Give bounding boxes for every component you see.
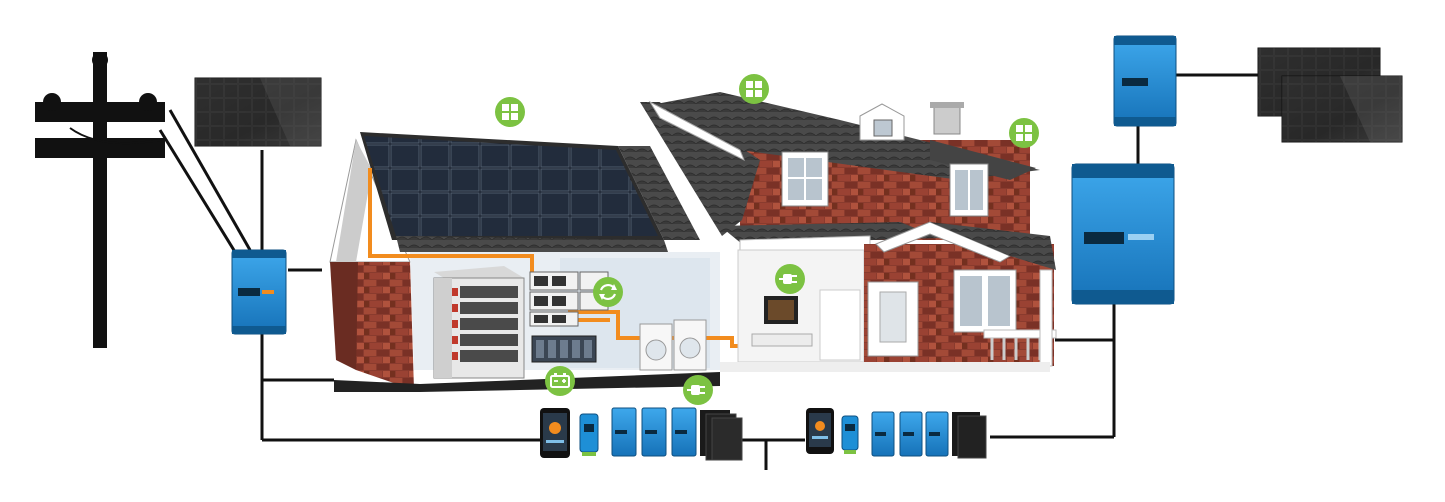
smartphone-icon <box>540 408 570 458</box>
washer-dryer <box>639 319 707 371</box>
inverter-top-right <box>1113 35 1177 127</box>
inverter-unit <box>671 407 697 457</box>
solar-panels-right <box>1257 47 1403 143</box>
windows-grid-icon <box>1009 118 1039 148</box>
plug-icon <box>775 264 805 294</box>
windows-grid-icon <box>739 74 769 104</box>
refresh-cycle-icon <box>593 277 623 307</box>
monitor-device <box>841 415 859 454</box>
house-main <box>640 92 1057 372</box>
solar-panel-stack <box>952 412 987 459</box>
inverter-left <box>231 249 287 335</box>
equipment-group-left <box>540 407 743 461</box>
inverter-large-right <box>1071 163 1175 305</box>
floor-batteries <box>531 335 597 363</box>
window-badges <box>495 74 1039 148</box>
solar-panel-left <box>194 77 322 147</box>
house-left-wing <box>329 132 720 392</box>
solar-panel-stack <box>700 410 743 461</box>
inverter-unit <box>641 407 667 457</box>
battery-rack <box>433 266 525 379</box>
equipment-group-right <box>806 408 987 459</box>
windows-grid-icon <box>495 97 525 127</box>
inverter-unit <box>611 407 637 457</box>
plug-icon <box>683 375 713 405</box>
plug-badges <box>683 264 805 405</box>
utility-pole <box>35 52 165 348</box>
monitor-device <box>579 413 599 456</box>
black-wiring <box>158 73 1258 470</box>
inverter-unit <box>899 411 923 457</box>
wall-controllers <box>529 271 609 327</box>
smartphone-icon <box>806 408 834 454</box>
inverter-unit <box>871 411 895 457</box>
battery-icon <box>545 366 575 396</box>
inverter-unit <box>925 411 949 457</box>
